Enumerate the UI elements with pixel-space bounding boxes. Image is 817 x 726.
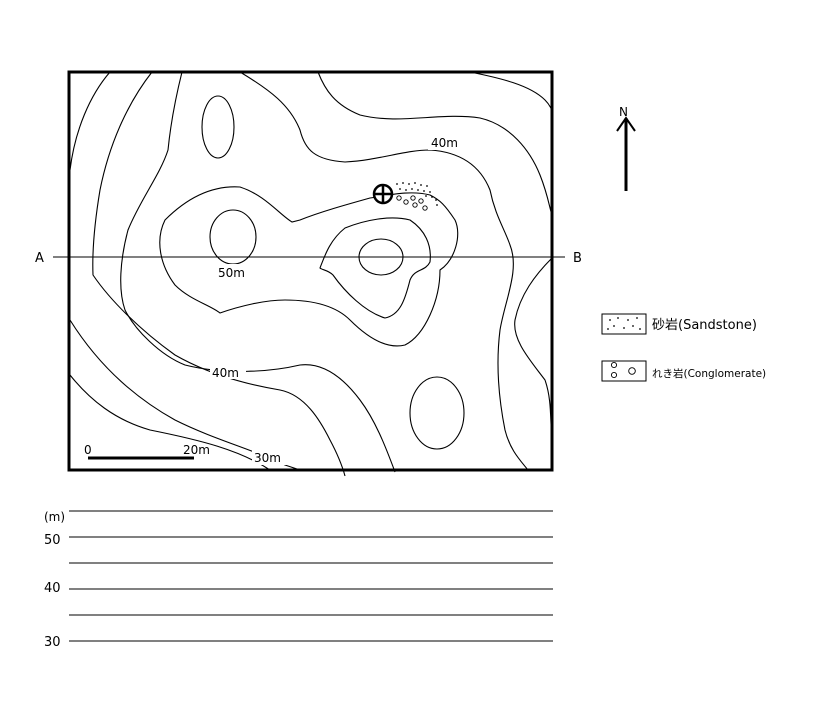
label-bg [252,450,288,465]
contour-50m-right [319,217,431,319]
contour-label-50m: 50m [218,266,245,280]
sandstone-outcrop-pattern [396,182,438,206]
label-bg [210,364,246,379]
contour-lines [69,71,553,477]
profile-grid [69,510,553,642]
label-bg [216,264,252,279]
hilltop-south [409,376,465,450]
sandstone-pattern-icon [607,317,641,330]
contour-right [514,257,553,441]
contour-45m [159,186,459,347]
observation-point-icon [372,183,394,205]
profile-unit-label: (m) [44,510,65,524]
profile-tick-30: 30 [44,635,61,650]
conglomerate-outcrop-pattern [396,195,428,211]
hilltop-50m-west [209,209,257,265]
contour-label-30m: 30m [254,451,281,465]
contour-40m-upper [239,71,529,471]
contour-outer-left [69,71,111,171]
hilltop-north [201,95,235,159]
profile-tick-50: 50 [44,533,61,548]
contour-label-40m-top: 40m [431,136,458,150]
contour-label-40m-bottom: 40m [212,366,239,380]
map-frame [67,70,554,472]
conglomerate-pattern-icon [610,361,636,379]
legend-label-conglomerate: れき岩(Conglomerate) [652,367,766,380]
scale-label-end: 20m [183,443,210,457]
legend-swatch-sandstone [601,313,647,335]
profile-tick-40: 40 [44,581,61,596]
label-bg [428,135,464,150]
contour-35-west [92,71,346,477]
legend-swatch-conglomerate [601,360,647,382]
contour-top-right [317,71,553,216]
section-label-b: B [573,251,582,266]
legend-label-sandstone: 砂岩(Sandstone) [652,318,757,333]
scale-label-start: 0 [84,443,92,457]
contour-30m-outer [69,374,271,471]
section-label-a: A [35,251,44,266]
north-arrow-icon [616,116,636,191]
contour-top-right-2 [469,71,553,113]
contour-40m [120,71,396,473]
north-label: N [619,105,628,119]
